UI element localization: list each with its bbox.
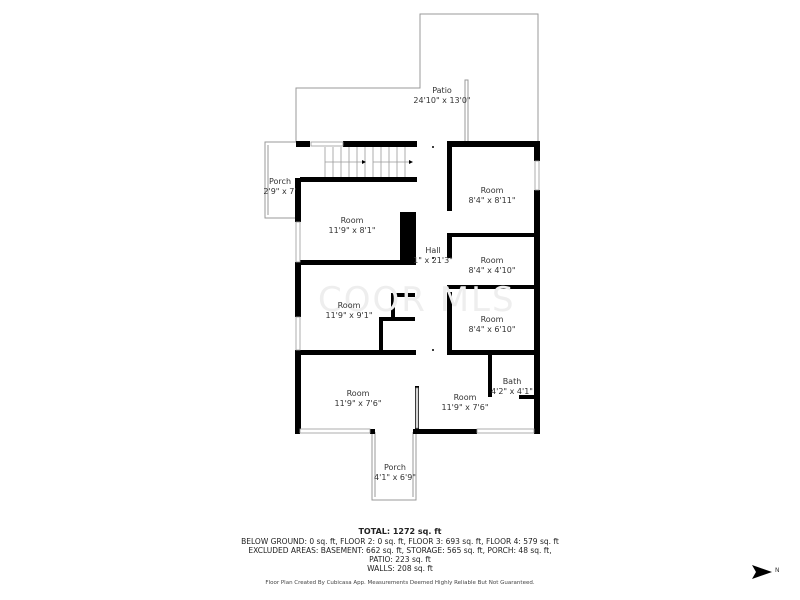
room-dims: 4'1" x 6'9" — [374, 473, 416, 482]
room-label-e-mid: Room 8'4" x 4'10" — [468, 256, 515, 276]
room-name: Room — [346, 389, 370, 398]
windows — [295, 141, 540, 434]
room-label-front-porch: Porch 4'1" x 6'9" — [374, 463, 416, 483]
room-dims: 24'10" x 13'0" — [413, 96, 471, 105]
room-label-ne: Room 8'4" x 8'11" — [468, 186, 515, 206]
room-label-bath: Bath 4'2" x 4'1" — [491, 377, 533, 397]
room-label-e-low: Room 8'4" x 6'10" — [468, 315, 515, 335]
room-name: Porch — [383, 463, 406, 472]
room-name: Patio — [432, 86, 452, 95]
stair-arrow-icon — [409, 160, 413, 164]
room-dims: 11'9" x 7'6" — [441, 403, 489, 412]
room-label-side-porch: Porch 2'9" x 7' — [263, 177, 296, 197]
room-label-hall: Hall 1" x 21'3" — [413, 246, 453, 266]
room-label-w-mid: Room 11'9" x 9'1" — [325, 301, 372, 321]
patio-outline — [295, 13, 539, 143]
compass-label: N — [775, 567, 780, 574]
room-name: Porch — [268, 177, 292, 186]
stairs — [324, 147, 412, 178]
room-name: Room — [480, 186, 504, 195]
room-dims: 8'4" x 8'11" — [468, 196, 516, 205]
watermark: COOR MLS — [318, 280, 516, 320]
side-porch-outline — [264, 141, 296, 219]
excluded-areas: EXCLUDED AREAS: BASEMENT: 662 sq. ft, ST… — [248, 546, 552, 555]
room-name: Bath — [502, 377, 522, 386]
room-dims: 11'9" x 9'1" — [325, 311, 373, 320]
room-dims: 2'9" x 7' — [263, 187, 297, 196]
room-name: Room — [337, 301, 361, 310]
compass-north-arrow-icon — [752, 565, 772, 579]
room-name: Room — [480, 256, 504, 265]
room-dims: 11'9" x 8'1" — [328, 226, 376, 235]
room-label-se: Room 11'9" x 7'6" — [441, 393, 488, 413]
front-porch-outline — [371, 432, 417, 501]
door-markers — [432, 146, 434, 351]
credit-text: Floor Plan Created By Cubicasa App. Meas… — [265, 580, 535, 586]
room-name: Room — [453, 393, 477, 402]
floor-areas: BELOW GROUND: 0 sq. ft, FLOOR 2: 0 sq. f… — [241, 537, 559, 546]
room-label-patio: Patio 24'10" x 13'0" — [413, 86, 470, 106]
stair-arrow-icon — [362, 160, 366, 164]
room-name: Room — [480, 315, 504, 324]
walls — [295, 141, 540, 434]
total-area: TOTAL: 1272 sq. ft — [358, 527, 442, 536]
walls-area: WALLS: 208 sq. ft — [367, 564, 433, 573]
room-dims: 4'2" x 4'1" — [491, 387, 533, 396]
room-label-sw: Room 11'9" x 7'6" — [334, 389, 381, 409]
room-name: Hall — [425, 246, 441, 255]
room-name: Room — [340, 216, 364, 225]
room-dims: 8'4" x 4'10" — [468, 266, 516, 275]
room-dims: 1" x 21'3" — [413, 256, 453, 265]
room-dims: 11'9" x 7'6" — [334, 399, 382, 408]
room-label-nw: Room 11'9" x 8'1" — [328, 216, 375, 236]
patio-area: PATIO: 223 sq. ft — [369, 555, 431, 564]
room-dims: 8'4" x 6'10" — [468, 325, 516, 334]
